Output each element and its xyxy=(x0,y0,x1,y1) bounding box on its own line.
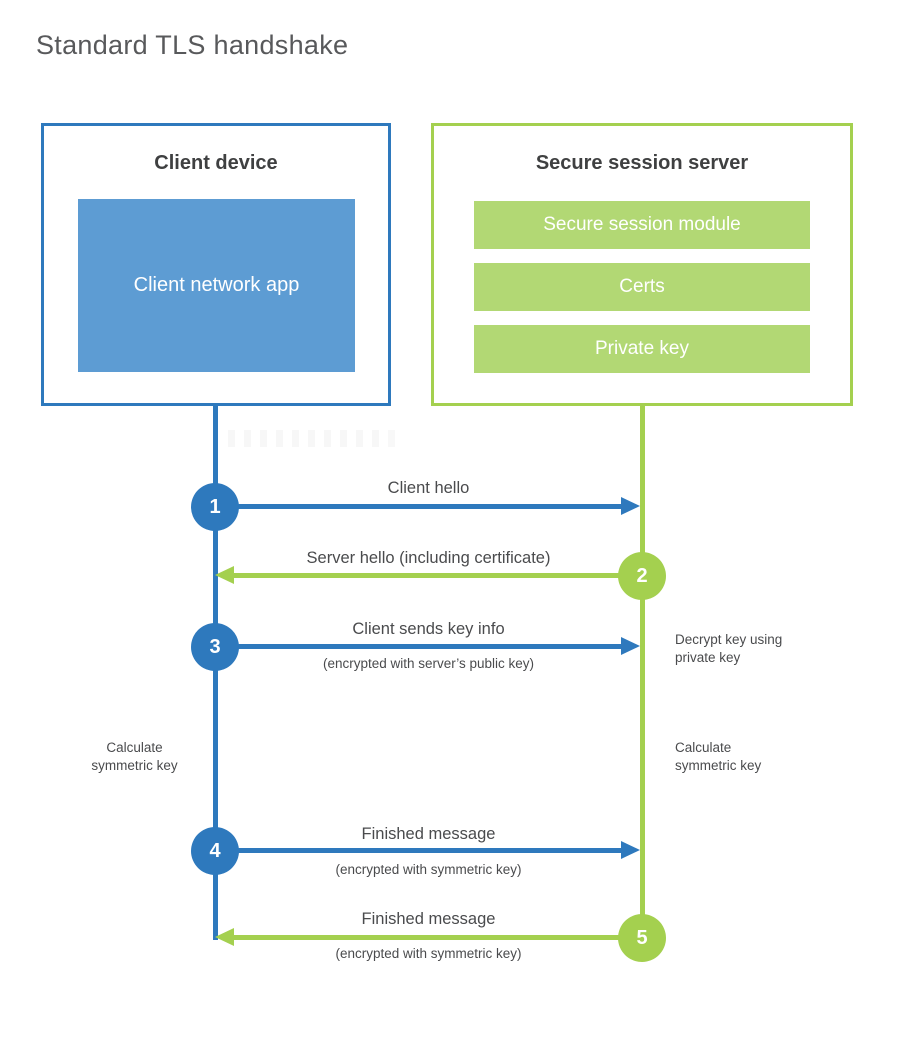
client-lifeline xyxy=(213,403,218,940)
arrow-right-icon xyxy=(621,497,640,515)
step2-number: 2 xyxy=(636,564,648,587)
arrow-right-icon xyxy=(621,841,640,859)
step4-label: Finished message xyxy=(361,825,496,843)
note-decrypt-key: Decrypt key using private key xyxy=(675,632,783,665)
step2-arrow xyxy=(215,566,642,584)
note-calculate-symmetric-key-server: Calculate symmetric key xyxy=(675,740,762,773)
step4-sublabel: (encrypted with symmetric key) xyxy=(335,862,522,877)
page-title: Standard TLS handshake xyxy=(36,30,349,60)
client-device-title: Client device xyxy=(154,152,278,174)
step4-circle: 4 xyxy=(191,827,239,875)
arrow-right-icon xyxy=(621,637,640,655)
secure-session-server-box: Secure session server Secure session mod… xyxy=(431,123,853,406)
step3-arrow xyxy=(215,637,640,655)
step5-circle: 5 xyxy=(618,914,666,962)
server-module-secure-session: Secure session module xyxy=(474,201,810,249)
step3-label: Client sends key info xyxy=(352,620,505,638)
secure-session-server-title: Secure session server xyxy=(535,152,749,174)
step1-arrow xyxy=(215,497,640,515)
arrow-left-icon xyxy=(215,928,234,946)
server-lifeline xyxy=(640,403,645,940)
step4-arrow xyxy=(215,841,640,859)
server-module-private-key: Private key xyxy=(474,325,810,373)
client-network-app-label: Client network app xyxy=(133,274,300,296)
note-calculate-symmetric-key-client: Calculate symmetric key xyxy=(91,740,178,773)
step5-number: 5 xyxy=(636,926,648,949)
step2-circle: 2 xyxy=(618,552,666,600)
server-module-certs: Certs xyxy=(474,263,810,311)
step5-arrow xyxy=(215,928,642,946)
step1-circle: 1 xyxy=(191,483,239,531)
arrow-left-icon xyxy=(215,566,234,584)
step3-number: 3 xyxy=(209,635,221,658)
step3-circle: 3 xyxy=(191,623,239,671)
client-device-box: Client device Client network app xyxy=(41,123,391,406)
step3-sublabel: (encrypted with server’s public key) xyxy=(322,656,535,671)
faint-ghost-marks xyxy=(228,430,395,447)
client-network-app-box: Client network app xyxy=(78,199,355,372)
step4-number: 4 xyxy=(209,839,221,862)
step1-label: Client hello xyxy=(387,479,470,497)
step5-sublabel: (encrypted with symmetric key) xyxy=(335,946,522,961)
step1-number: 1 xyxy=(209,495,221,518)
step5-label: Finished message xyxy=(361,910,496,928)
step2-label: Server hello (including certificate) xyxy=(306,549,551,567)
